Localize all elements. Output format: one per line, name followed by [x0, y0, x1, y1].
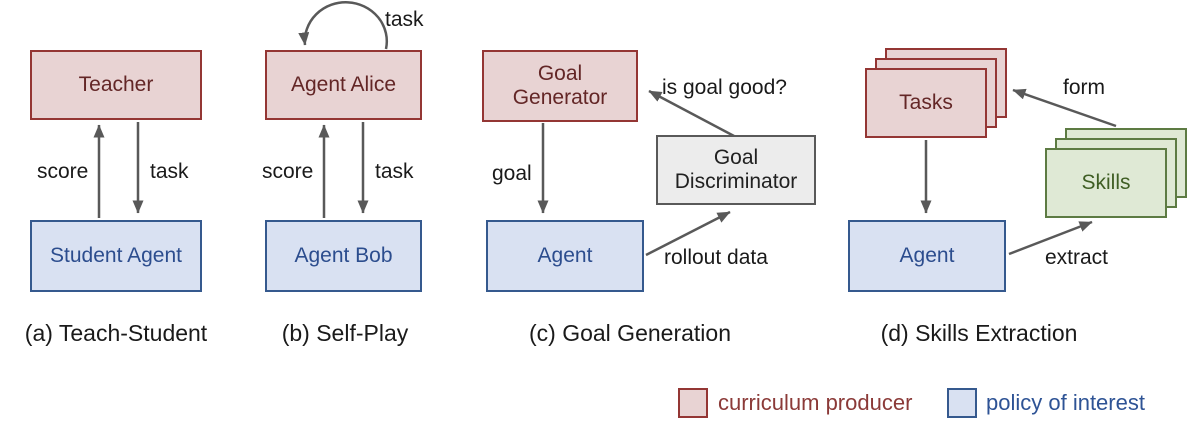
node-agent-c: Agent — [486, 220, 644, 292]
skills-stack-card-front — [1045, 148, 1167, 218]
node-goal-discriminator: Goal Discriminator — [656, 135, 816, 205]
node-goal-generator-label: Goal Generator — [512, 61, 608, 109]
edge-is-goal-good-arrow-c — [648, 89, 735, 138]
node-agent-alice-label: Agent Alice — [290, 72, 397, 96]
node-agent-alice: Agent Alice — [265, 50, 422, 120]
tasks-stack-card-front — [865, 68, 987, 138]
edge-label-form-d: form — [1063, 76, 1105, 99]
node-skills-label: Skills — [1081, 171, 1131, 194]
edge-extract-arrow-d — [1008, 220, 1093, 256]
legend-swatch-curriculum-producer — [678, 388, 708, 418]
node-agent-bob: Agent Bob — [265, 220, 422, 292]
node-teacher-label: Teacher — [78, 72, 154, 96]
edge-label-is-goal-good-c: is goal good? — [662, 76, 787, 99]
legend-label-curriculum-producer: curriculum producer — [718, 390, 913, 415]
node-goal-discriminator-label: Goal Discriminator — [674, 145, 798, 193]
caption-panel-d: (d) Skills Extraction — [880, 320, 1078, 346]
node-agent-c-label: Agent — [537, 243, 593, 267]
edge-self-loop-arrow-b — [298, 1, 389, 50]
edge-label-extract-d: extract — [1045, 246, 1109, 269]
node-agent-d: Agent — [848, 220, 1006, 292]
node-student-agent-label: Student Agent — [50, 243, 182, 267]
caption-panel-b: (b) Self-Play — [281, 320, 409, 346]
edge-label-rollout-data-c: rollout data — [664, 246, 768, 269]
edge-label-score-a: score — [37, 160, 89, 183]
edge-rollout-data-arrow-c — [645, 210, 731, 257]
legend-swatch-policy-of-interest — [947, 388, 977, 418]
edge-label-task-b: task — [375, 160, 414, 183]
node-tasks-label: Tasks — [899, 91, 953, 114]
edge-label-task-a: task — [150, 160, 189, 183]
node-goal-generator: Goal Generator — [482, 50, 638, 122]
caption-panel-c: (c) Goal Generation — [529, 320, 731, 346]
node-agent-d-label: Agent — [899, 243, 955, 267]
node-teacher: Teacher — [30, 50, 202, 120]
legend-label-policy-of-interest: policy of interest — [986, 390, 1145, 415]
edge-label-score-b: score — [262, 160, 314, 183]
node-agent-bob-label: Agent Bob — [294, 243, 393, 267]
edge-form-arrow-d — [1012, 88, 1117, 128]
edge-label-self-task-b: task — [385, 8, 424, 31]
caption-panel-a: (a) Teach-Student — [24, 320, 208, 346]
edge-label-goal-c: goal — [492, 162, 532, 185]
node-student-agent: Student Agent — [30, 220, 202, 292]
